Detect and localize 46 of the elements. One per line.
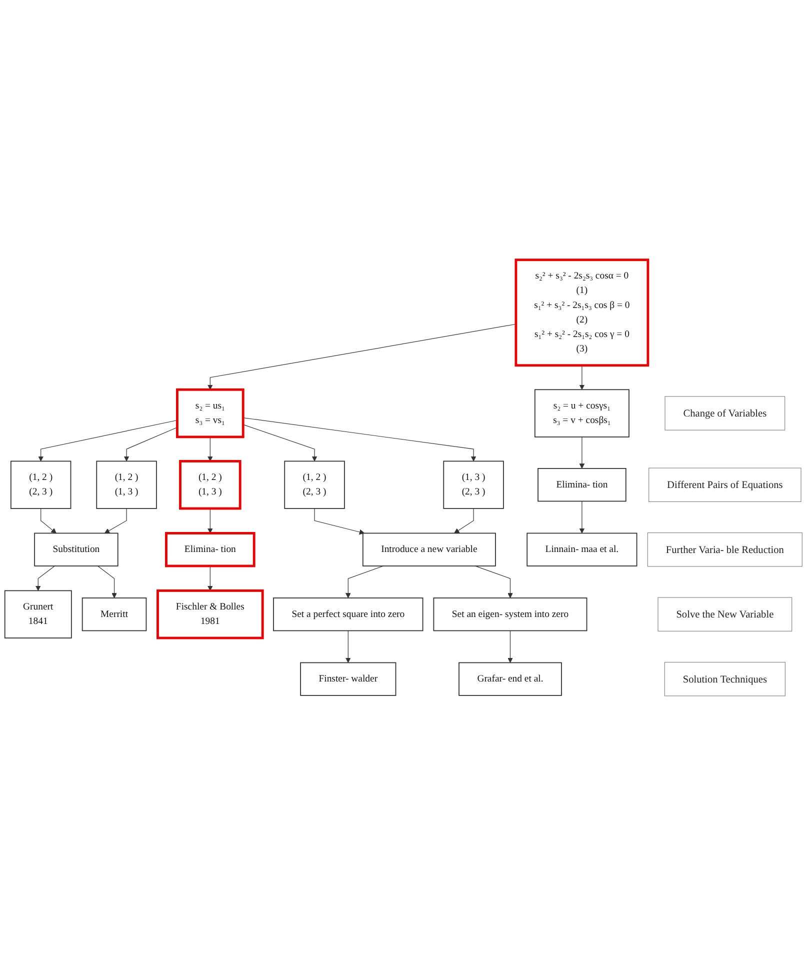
arrow xyxy=(124,426,178,462)
arrow xyxy=(345,630,351,663)
node-box: s₂² + s₃² - 2s₂s₃ cosα = 0 (1) s₁² + s₃² - 2s₁s₃ cos β = 0 (2) s₁² + s₂² - 2s₁s₂ cos γ = 0 (3) xyxy=(514,258,650,366)
arrow xyxy=(508,630,513,663)
node-box: Solution Techniques xyxy=(664,662,786,696)
node-box: s₂ = us₁ s₃ = vs₁ xyxy=(176,388,244,438)
node-box: Substitution xyxy=(34,532,118,566)
node-box: Different Pairs of Equations xyxy=(648,467,802,502)
node-box: Elimina- tion xyxy=(165,532,256,567)
node-box: Merritt xyxy=(82,597,147,631)
node-box: Further Varia- ble Reduction xyxy=(647,532,802,566)
arrow xyxy=(579,364,585,390)
node-box: Grunert 1841 xyxy=(4,590,72,638)
arrow xyxy=(208,565,213,591)
node-box: (1, 2 ) (2, 3 ) xyxy=(284,460,345,509)
node-box: (1, 2 ) (1, 3 ) xyxy=(96,460,157,509)
arrow xyxy=(474,565,513,598)
node-box: Set a perfect square into zero xyxy=(273,597,424,631)
arrow xyxy=(345,565,384,598)
arrow xyxy=(35,565,55,591)
node-box: Fischler & Bolles 1981 xyxy=(156,589,264,639)
arrow xyxy=(208,436,213,462)
node-box: (1, 2 ) (1, 3 ) xyxy=(179,460,242,510)
node-box: Solve the New Variable xyxy=(658,596,792,632)
arrow xyxy=(208,323,516,390)
arrow xyxy=(38,420,178,462)
arrow xyxy=(104,508,127,534)
node-box: Elimina- tion xyxy=(538,468,626,502)
arrow xyxy=(242,424,318,462)
node-box: (1, 3 ) (2, 3 ) xyxy=(443,460,504,509)
arrow xyxy=(208,508,213,534)
node-box: (1, 2 ) (2, 3 ) xyxy=(10,460,72,509)
arrow xyxy=(579,500,585,534)
arrow xyxy=(314,508,365,534)
node-box: Introduce a new variable xyxy=(362,532,496,566)
node-box: Finster- walder xyxy=(300,662,396,696)
arrow xyxy=(454,508,474,534)
node-box: s₂ = u + cosγs₁ s₃ = v + cosβs₁ xyxy=(534,388,630,438)
arrow xyxy=(579,436,585,468)
arrow xyxy=(242,417,476,462)
node-box: Linnain- maa et al. xyxy=(526,532,638,566)
node-box: Grafar- end et al. xyxy=(458,662,562,696)
node-box: Change of Variables xyxy=(664,396,786,430)
node-box: Set an eigen- system into zero xyxy=(433,597,588,631)
arrow xyxy=(40,508,56,534)
arrow xyxy=(97,565,117,598)
